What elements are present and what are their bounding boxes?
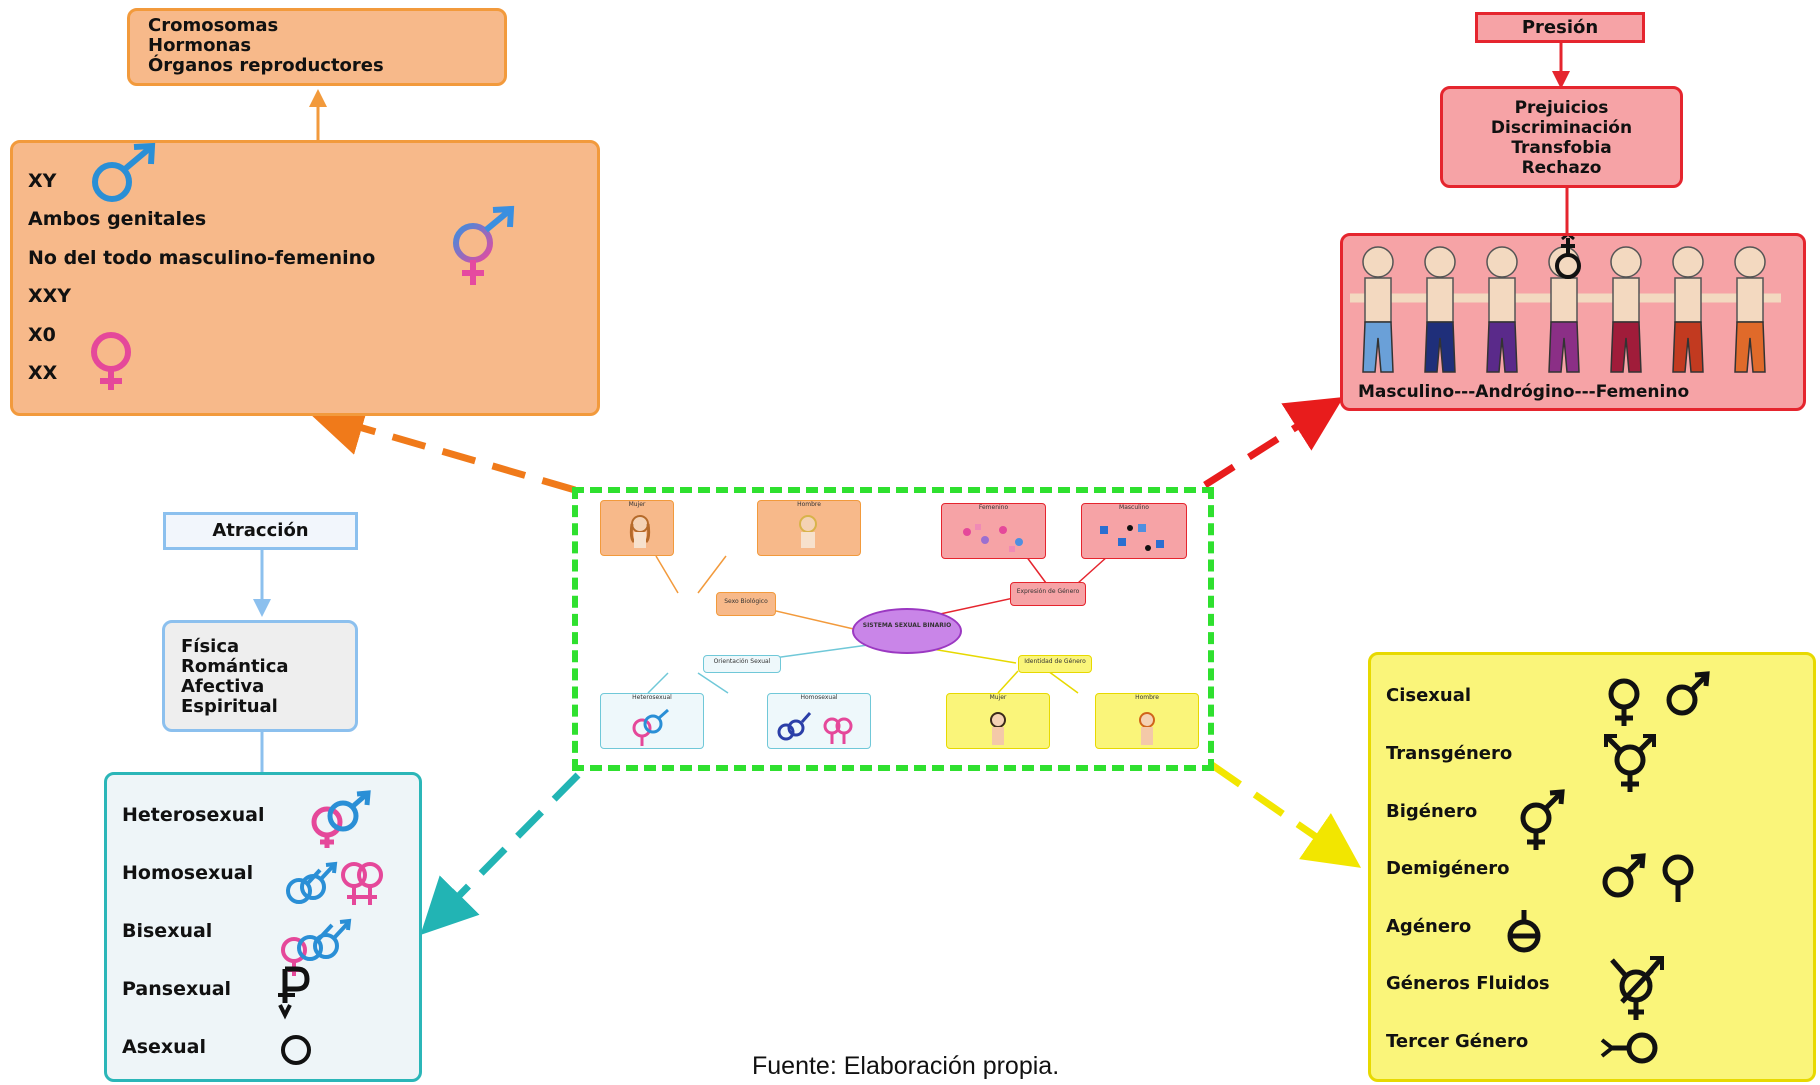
person-figure [1719,246,1781,373]
people-chain-illustration [1350,246,1781,373]
orientation-homosexual: Homosexual [122,862,254,884]
mini-id-woman-figure-icon [990,712,1006,745]
identity-agender: Agénero [1386,916,1472,937]
mini-id-man-figure-icon [1139,712,1155,745]
homosexual-symbols-icon [286,861,383,905]
mini-hetero-symbol-icon [632,708,669,746]
identity-third-gender: Tercer Género [1386,1031,1529,1052]
person-figure [1409,246,1471,373]
orientation-heterosexual: Heterosexual [122,804,265,826]
arrow-to-orientation [420,772,581,935]
bio-item-xxy: XXY [28,285,72,307]
male-symbol-icon [92,142,156,202]
orientation-asexual: Asexual [122,1036,207,1058]
arrow-to-biological [308,400,576,494]
intersex-symbol-icon [453,205,515,285]
female-symbol-icon [91,332,131,390]
attraction-types-box: Física Romántica Afectiva Espiritual [162,620,358,732]
identity-bigender: Bigénero [1386,801,1478,822]
demigender-symbols-icon [1602,853,1694,902]
sexual-orientation-box [104,772,422,1082]
heterosexual-symbol-icon [311,790,371,848]
mini-node-orientation: Orientación Sexual [703,655,781,673]
mini-man-figure-icon [799,515,817,548]
bio-item-xy: XY [28,170,57,192]
gender-identity-box [1368,652,1816,1082]
mini-leaf-hetero: Heterosexual [600,693,704,749]
mini-homo-symbols-icon [777,712,853,744]
mini-leaf-masculine: Masculino [1081,503,1187,559]
identity-transgender: Transgénero [1386,743,1513,764]
bio-item-xx: XX [28,362,58,384]
third-gender-symbol-icon [1600,1032,1658,1064]
person-figure [1350,246,1409,373]
person-figure [1595,246,1657,373]
agender-symbol-icon [1507,910,1541,953]
bigender-symbol-icon [1520,789,1565,850]
biological-factors-box: Cromosomas Hormonas Órganos reproductore… [127,8,507,86]
genderfluid-symbol-icon [1610,956,1664,1020]
mini-masculine-items-icon [1100,524,1164,551]
asexual-symbol-icon [281,1035,311,1065]
person-figure [1657,246,1719,373]
identity-demigender: Demigénero [1386,858,1510,879]
transgender-symbol-icon [1604,734,1656,792]
mini-center-node: SISTEMA SEXUAL BINARIO [852,608,962,654]
androgyne-symbol-icon [1555,236,1581,279]
orientation-bisexual: Bisexual [122,920,213,942]
prejudice-box: Prejuicios Discriminación Transfobia Rec… [1440,86,1683,188]
mini-node-sex: Sexo Biológico [716,592,776,616]
arrow-to-expression [1203,396,1344,488]
bio-item-not-fully: No del todo masculino-femenino [28,247,376,269]
person-figure [1471,246,1533,373]
mini-leaf-feminine: Femenino [941,503,1046,559]
identity-genderfluid: Géneros Fluidos [1386,973,1550,994]
identity-cisexual: Cisexual [1386,685,1472,706]
mini-feminine-items-icon [963,524,1023,552]
mini-node-identity: Identidad de Género [1018,655,1092,673]
bio-item-x0: X0 [28,324,56,346]
mini-woman-figure-icon [629,515,651,548]
attraction-box: Atracción [163,512,358,550]
expression-spectrum-label: Masculino---Andrógino---Femenino [1358,382,1690,402]
bio-item-both-genitals: Ambos genitales [28,208,207,230]
cis-female-male-icons [1608,671,1710,726]
arrow-to-identity [1210,762,1362,868]
orientation-pansexual: Pansexual [122,978,232,1000]
pansexual-symbol-icon [278,966,310,1020]
source-caption: Fuente: Elaboración propia. [752,1052,1060,1080]
mini-node-expression: Expresión de Género [1010,582,1086,606]
pressure-box: Presión [1475,12,1645,43]
